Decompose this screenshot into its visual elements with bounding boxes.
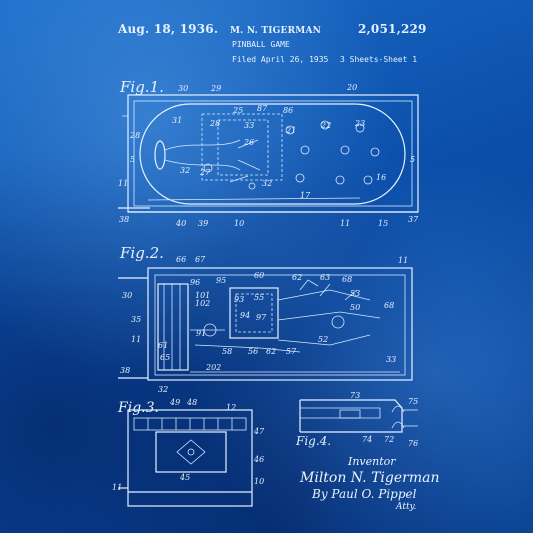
svg-text:33: 33 <box>244 121 254 130</box>
svg-text:95: 95 <box>216 276 226 285</box>
attorney-signature: By Paul O. Pippel <box>312 487 417 501</box>
fig2-pinball-mechanism-view <box>118 267 413 381</box>
svg-text:47: 47 <box>253 427 265 436</box>
svg-text:20: 20 <box>346 83 357 92</box>
fig4-cross-section <box>299 399 418 433</box>
svg-text:49: 49 <box>169 398 180 407</box>
svg-text:97: 97 <box>256 313 267 322</box>
svg-text:32: 32 <box>262 179 272 188</box>
svg-text:67: 67 <box>195 255 206 264</box>
svg-text:21: 21 <box>285 126 296 135</box>
patent-date: Aug. 18, 1936. <box>118 22 219 36</box>
svg-text:32: 32 <box>180 166 190 175</box>
svg-text:28: 28 <box>129 131 140 140</box>
svg-text:17: 17 <box>300 191 311 200</box>
svg-text:25: 25 <box>232 106 243 115</box>
svg-text:28: 28 <box>209 119 220 128</box>
svg-text:38: 38 <box>120 366 130 375</box>
svg-text:62: 62 <box>266 347 276 356</box>
fig4-label: Fig.4. <box>295 434 331 448</box>
svg-text:38: 38 <box>119 215 129 224</box>
fig2-label: Fig.2. <box>119 244 164 262</box>
svg-text:31: 31 <box>172 116 182 125</box>
svg-text:96: 96 <box>190 278 200 287</box>
patent-number: 2,051,229 <box>358 22 427 36</box>
svg-text:5: 5 <box>410 155 415 164</box>
svg-text:87: 87 <box>257 104 268 113</box>
fig4-reference-numerals: 73 75 74 72 76 <box>350 391 418 448</box>
svg-text:46: 46 <box>253 455 264 464</box>
svg-text:32: 32 <box>158 385 168 394</box>
svg-text:33: 33 <box>386 355 396 364</box>
svg-text:11: 11 <box>118 179 128 188</box>
svg-text:30: 30 <box>178 84 188 93</box>
svg-text:12: 12 <box>226 403 236 412</box>
fig3-scoreboard-view <box>118 409 253 507</box>
svg-text:61: 61 <box>158 341 168 350</box>
sheet-count: 3 Sheets-Sheet 1 <box>340 55 418 64</box>
svg-text:52: 52 <box>318 335 328 344</box>
svg-text:72: 72 <box>384 435 394 444</box>
svg-text:37: 37 <box>408 215 419 224</box>
svg-text:11: 11 <box>398 256 408 265</box>
fig1-reference-numerals: 30 29 20 25 87 86 31 28 33 28 26 21 22 23 5 5 32 2… <box>118 83 419 228</box>
svg-text:55: 55 <box>254 293 264 302</box>
svg-text:68: 68 <box>342 275 352 284</box>
svg-text:75: 75 <box>408 397 418 406</box>
svg-text:23: 23 <box>354 119 365 128</box>
svg-text:56: 56 <box>248 347 258 356</box>
svg-text:48: 48 <box>186 398 197 407</box>
svg-text:45: 45 <box>179 473 190 482</box>
svg-text:39: 39 <box>198 219 208 228</box>
svg-text:16: 16 <box>376 173 386 182</box>
svg-text:63: 63 <box>320 273 330 282</box>
svg-text:22: 22 <box>320 121 331 130</box>
inventor-caption: Inventor <box>348 455 396 468</box>
inventor-signature: Milton N. Tigerman <box>300 470 440 486</box>
svg-text:62: 62 <box>292 273 302 282</box>
fig3-reference-numerals: 49 48 12 47 46 45 11 10 <box>112 398 265 492</box>
inventor-name: M. N. TIGERMAN <box>230 26 322 36</box>
svg-text:86: 86 <box>283 106 293 115</box>
svg-text:11: 11 <box>131 335 141 344</box>
svg-text:11: 11 <box>112 483 122 492</box>
svg-text:102: 102 <box>195 299 210 308</box>
svg-text:40: 40 <box>175 219 186 228</box>
svg-text:53: 53 <box>350 289 360 298</box>
attorney-abbrev: Atty. <box>396 502 417 512</box>
svg-text:11: 11 <box>340 219 350 228</box>
svg-text:29: 29 <box>210 84 221 93</box>
svg-text:30: 30 <box>122 291 132 300</box>
svg-text:101: 101 <box>195 291 210 300</box>
svg-text:10: 10 <box>254 477 264 486</box>
fig1-label: Fig.1. <box>119 78 164 96</box>
svg-text:26: 26 <box>243 138 254 147</box>
svg-text:93: 93 <box>234 295 244 304</box>
svg-text:74: 74 <box>362 435 372 444</box>
svg-text:15: 15 <box>378 219 388 228</box>
svg-text:35: 35 <box>131 315 141 324</box>
svg-text:58: 58 <box>222 347 232 356</box>
svg-text:76: 76 <box>408 439 418 448</box>
fig1-pinball-top-view <box>118 94 419 213</box>
fig3-label: Fig.3. <box>117 400 159 416</box>
filed-date: Filed April 26, 1935 <box>232 55 329 64</box>
svg-text:94: 94 <box>240 311 250 320</box>
svg-text:50: 50 <box>350 303 360 312</box>
svg-text:202: 202 <box>205 363 221 372</box>
svg-text:68: 68 <box>384 301 394 310</box>
svg-text:27: 27 <box>199 168 211 177</box>
svg-text:5: 5 <box>130 155 135 164</box>
patent-title: PINBALL GAME <box>232 40 290 49</box>
svg-text:10: 10 <box>234 219 244 228</box>
svg-text:91: 91 <box>196 329 206 338</box>
svg-text:66: 66 <box>176 255 186 264</box>
svg-text:73: 73 <box>350 391 360 400</box>
svg-text:60: 60 <box>254 271 264 280</box>
svg-text:57: 57 <box>286 347 297 356</box>
svg-text:65: 65 <box>160 353 170 362</box>
